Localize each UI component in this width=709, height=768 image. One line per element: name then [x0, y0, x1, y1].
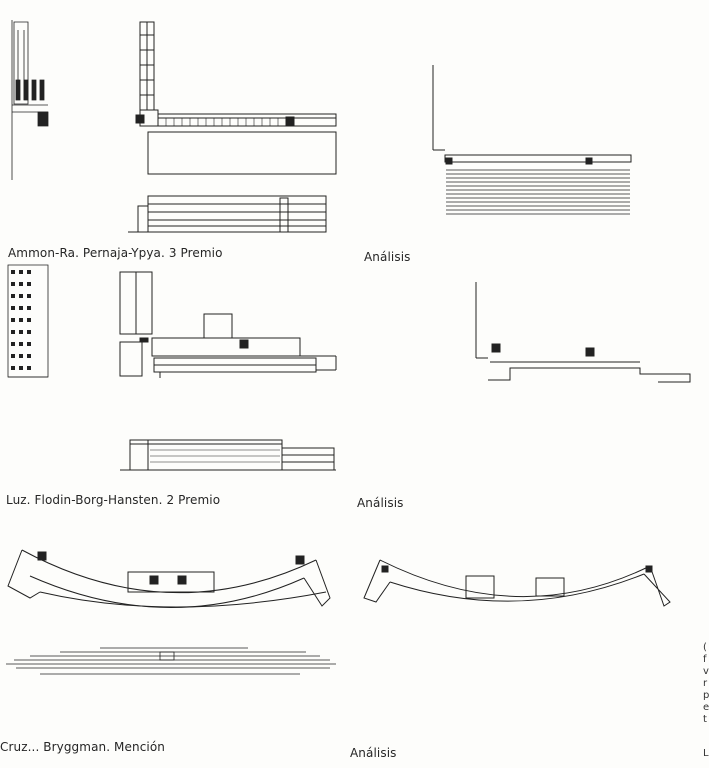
cruz-elevation — [6, 648, 336, 674]
margin-letter: e — [703, 702, 709, 713]
margin-letter: r — [703, 678, 708, 689]
luz-floor-plan — [120, 272, 336, 378]
cruz-analysis — [364, 560, 670, 606]
margin-letter: ( — [703, 642, 707, 653]
margin-letter: L — [703, 748, 709, 759]
ammon-ra-analysis — [433, 65, 631, 214]
caption-ammon-ra-analysis: Análisis — [364, 250, 411, 264]
ammon-ra-floor-plan — [136, 22, 336, 174]
caption-luz-analysis: Análisis — [357, 496, 404, 510]
margin-letter: p — [703, 690, 709, 701]
margin-letter: v — [703, 666, 709, 677]
margin-letter: f — [703, 654, 707, 665]
caption-cruz: Cruz... Bryggman. Mención — [0, 740, 165, 754]
cruz-floor-plan — [8, 550, 330, 608]
margin-letter: t — [703, 714, 707, 725]
luz-elevation — [120, 440, 336, 470]
site-fragment-left — [12, 20, 48, 180]
luz-analysis — [476, 282, 690, 382]
caption-ammon-ra: Ammon-Ra. Pernaja-Ypya. 3 Premio — [8, 246, 223, 260]
site-fragment-left-2 — [8, 265, 48, 377]
caption-luz: Luz. Flodin-Borg-Hansten. 2 Premio — [6, 493, 221, 507]
caption-cruz-analysis: Análisis — [350, 746, 397, 760]
ammon-ra-elevation — [128, 196, 326, 232]
